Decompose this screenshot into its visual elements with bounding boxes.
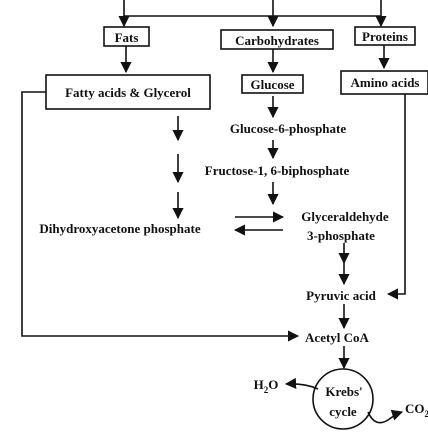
amino-acids-connector [386, 94, 406, 300]
fatty-acids-glycerol-label: Fatty acids & Glycerol [65, 85, 191, 100]
amino-acids-box [340, 70, 428, 95]
co2-subscript: 2 [425, 409, 428, 419]
krebs-label-line2: cycle [329, 404, 357, 419]
fats-label: Fats [115, 30, 139, 45]
amino-acids-label: Amino acids [351, 75, 420, 90]
co2-label: CO2 [405, 401, 428, 419]
co2-output-arrow [367, 409, 404, 424]
carbohydrates-box [220, 29, 334, 50]
glyceraldehyde-label-line1: Glyceraldehyde [301, 209, 389, 224]
fructose-biphosphate-label: Fructose-1, 6-biphosphate [205, 163, 350, 178]
water-label: H2O [254, 377, 279, 395]
carbohydrates-label: Carbohydrates [235, 33, 319, 48]
glyceraldehyde-label-line2: 3-phosphate [307, 228, 375, 243]
acetyl-coa-label: Acetyl CoA [305, 330, 370, 345]
water-output-arrow [284, 377, 319, 390]
co2-base: CO [405, 401, 425, 416]
water-h: H [254, 377, 264, 392]
pyruvic-acid-label: Pyruvic acid [306, 288, 376, 303]
glucose-box [241, 74, 304, 94]
fatty-acids-connector [21, 91, 300, 342]
dihydroxyacetone-phosphate-label: Dihydroxyacetone phosphate [39, 221, 200, 236]
glucose-label: Glucose [250, 77, 294, 92]
krebs-label-line1: Krebs' [325, 384, 362, 399]
water-o: O [268, 377, 278, 392]
krebs-cycle-circle [312, 368, 374, 430]
water-subscript: 2 [264, 385, 269, 395]
proteins-box [354, 26, 416, 46]
proteins-label: Proteins [362, 29, 408, 44]
glucose-6-phosphate-label: Glucose-6-phosphate [230, 121, 347, 136]
